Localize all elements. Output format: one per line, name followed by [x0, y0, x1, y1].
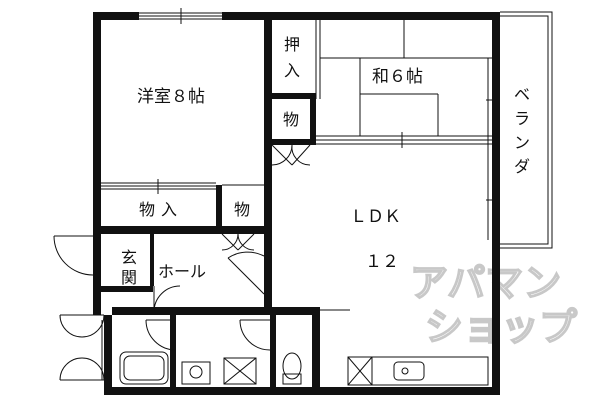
wall-left-mid: [93, 290, 101, 315]
wall-bath-divider: [170, 315, 176, 387]
label-japanese-room: 和６帖: [372, 67, 423, 87]
label-closet-mid: 物: [234, 200, 250, 219]
wall-closet-bottom: [272, 139, 316, 145]
window-top: [139, 8, 222, 24]
wall-closet-divider: [216, 185, 222, 230]
label-ldk-size: １２: [365, 252, 399, 272]
watermark: アパマン ショップ: [409, 260, 578, 350]
label-storage-2: 入: [161, 200, 177, 219]
wall-top-left: [93, 12, 139, 20]
label-veranda-4: ダ: [514, 157, 530, 176]
label-storage-1: 物: [139, 200, 155, 219]
wall-toilet-divider: [270, 315, 276, 387]
doors: [53, 144, 350, 381]
label-veranda-3: ン: [514, 133, 530, 152]
wall-entrance-bottom: [93, 286, 153, 292]
wall-western-bottom: [101, 226, 272, 234]
closet-shelf-lines: [101, 179, 264, 194]
label-veranda-2: ラ: [514, 109, 530, 128]
label-hall: ホール: [158, 262, 206, 281]
label-veranda-1: ベ: [514, 85, 530, 104]
kitchen-sink: [393, 361, 425, 381]
wall-top-right: [222, 12, 500, 20]
watermark-line1: アパマン: [410, 261, 561, 305]
wall-genkan-divider: [150, 234, 154, 286]
wall-bath-top: [112, 307, 312, 315]
wall-western-right: [264, 12, 272, 307]
kitchen-counter: [347, 356, 489, 386]
toilet: [282, 352, 302, 380]
wall-left-upper: [93, 12, 101, 234]
japanese-room-lines: [315, 20, 492, 148]
veranda-outline: [500, 11, 553, 249]
fixtures: [101, 320, 489, 386]
label-western-room: 洋室８帖: [137, 87, 205, 107]
room-labels: 洋室８帖 和６帖 ＬＤＫ １２ 押 入 物 物 物 入 玄 関 ホール ベ ラ …: [121, 35, 530, 287]
label-closet-small: 物: [283, 110, 299, 129]
washing-machine-space: [223, 357, 257, 385]
bathtub: [119, 351, 169, 385]
watermark-line2: ショップ: [425, 305, 577, 349]
label-ldk-name: ＬＤＫ: [350, 207, 401, 227]
wall-oshiire-bottom: [272, 93, 316, 99]
label-oshiire-2: 入: [284, 61, 300, 80]
wall-bottom: [104, 387, 500, 395]
wall-bath-right: [312, 307, 320, 395]
washbasin: [189, 365, 203, 379]
wall-entrance-left: [93, 234, 101, 290]
label-oshiire-1: 押: [284, 35, 300, 54]
window-right: [486, 58, 500, 240]
label-entrance-1: 玄: [121, 248, 137, 267]
label-entrance-2: 関: [121, 268, 137, 287]
wall-closet-right: [310, 99, 316, 145]
wall-left-lower: [104, 315, 112, 395]
interior-walls: [93, 12, 320, 395]
